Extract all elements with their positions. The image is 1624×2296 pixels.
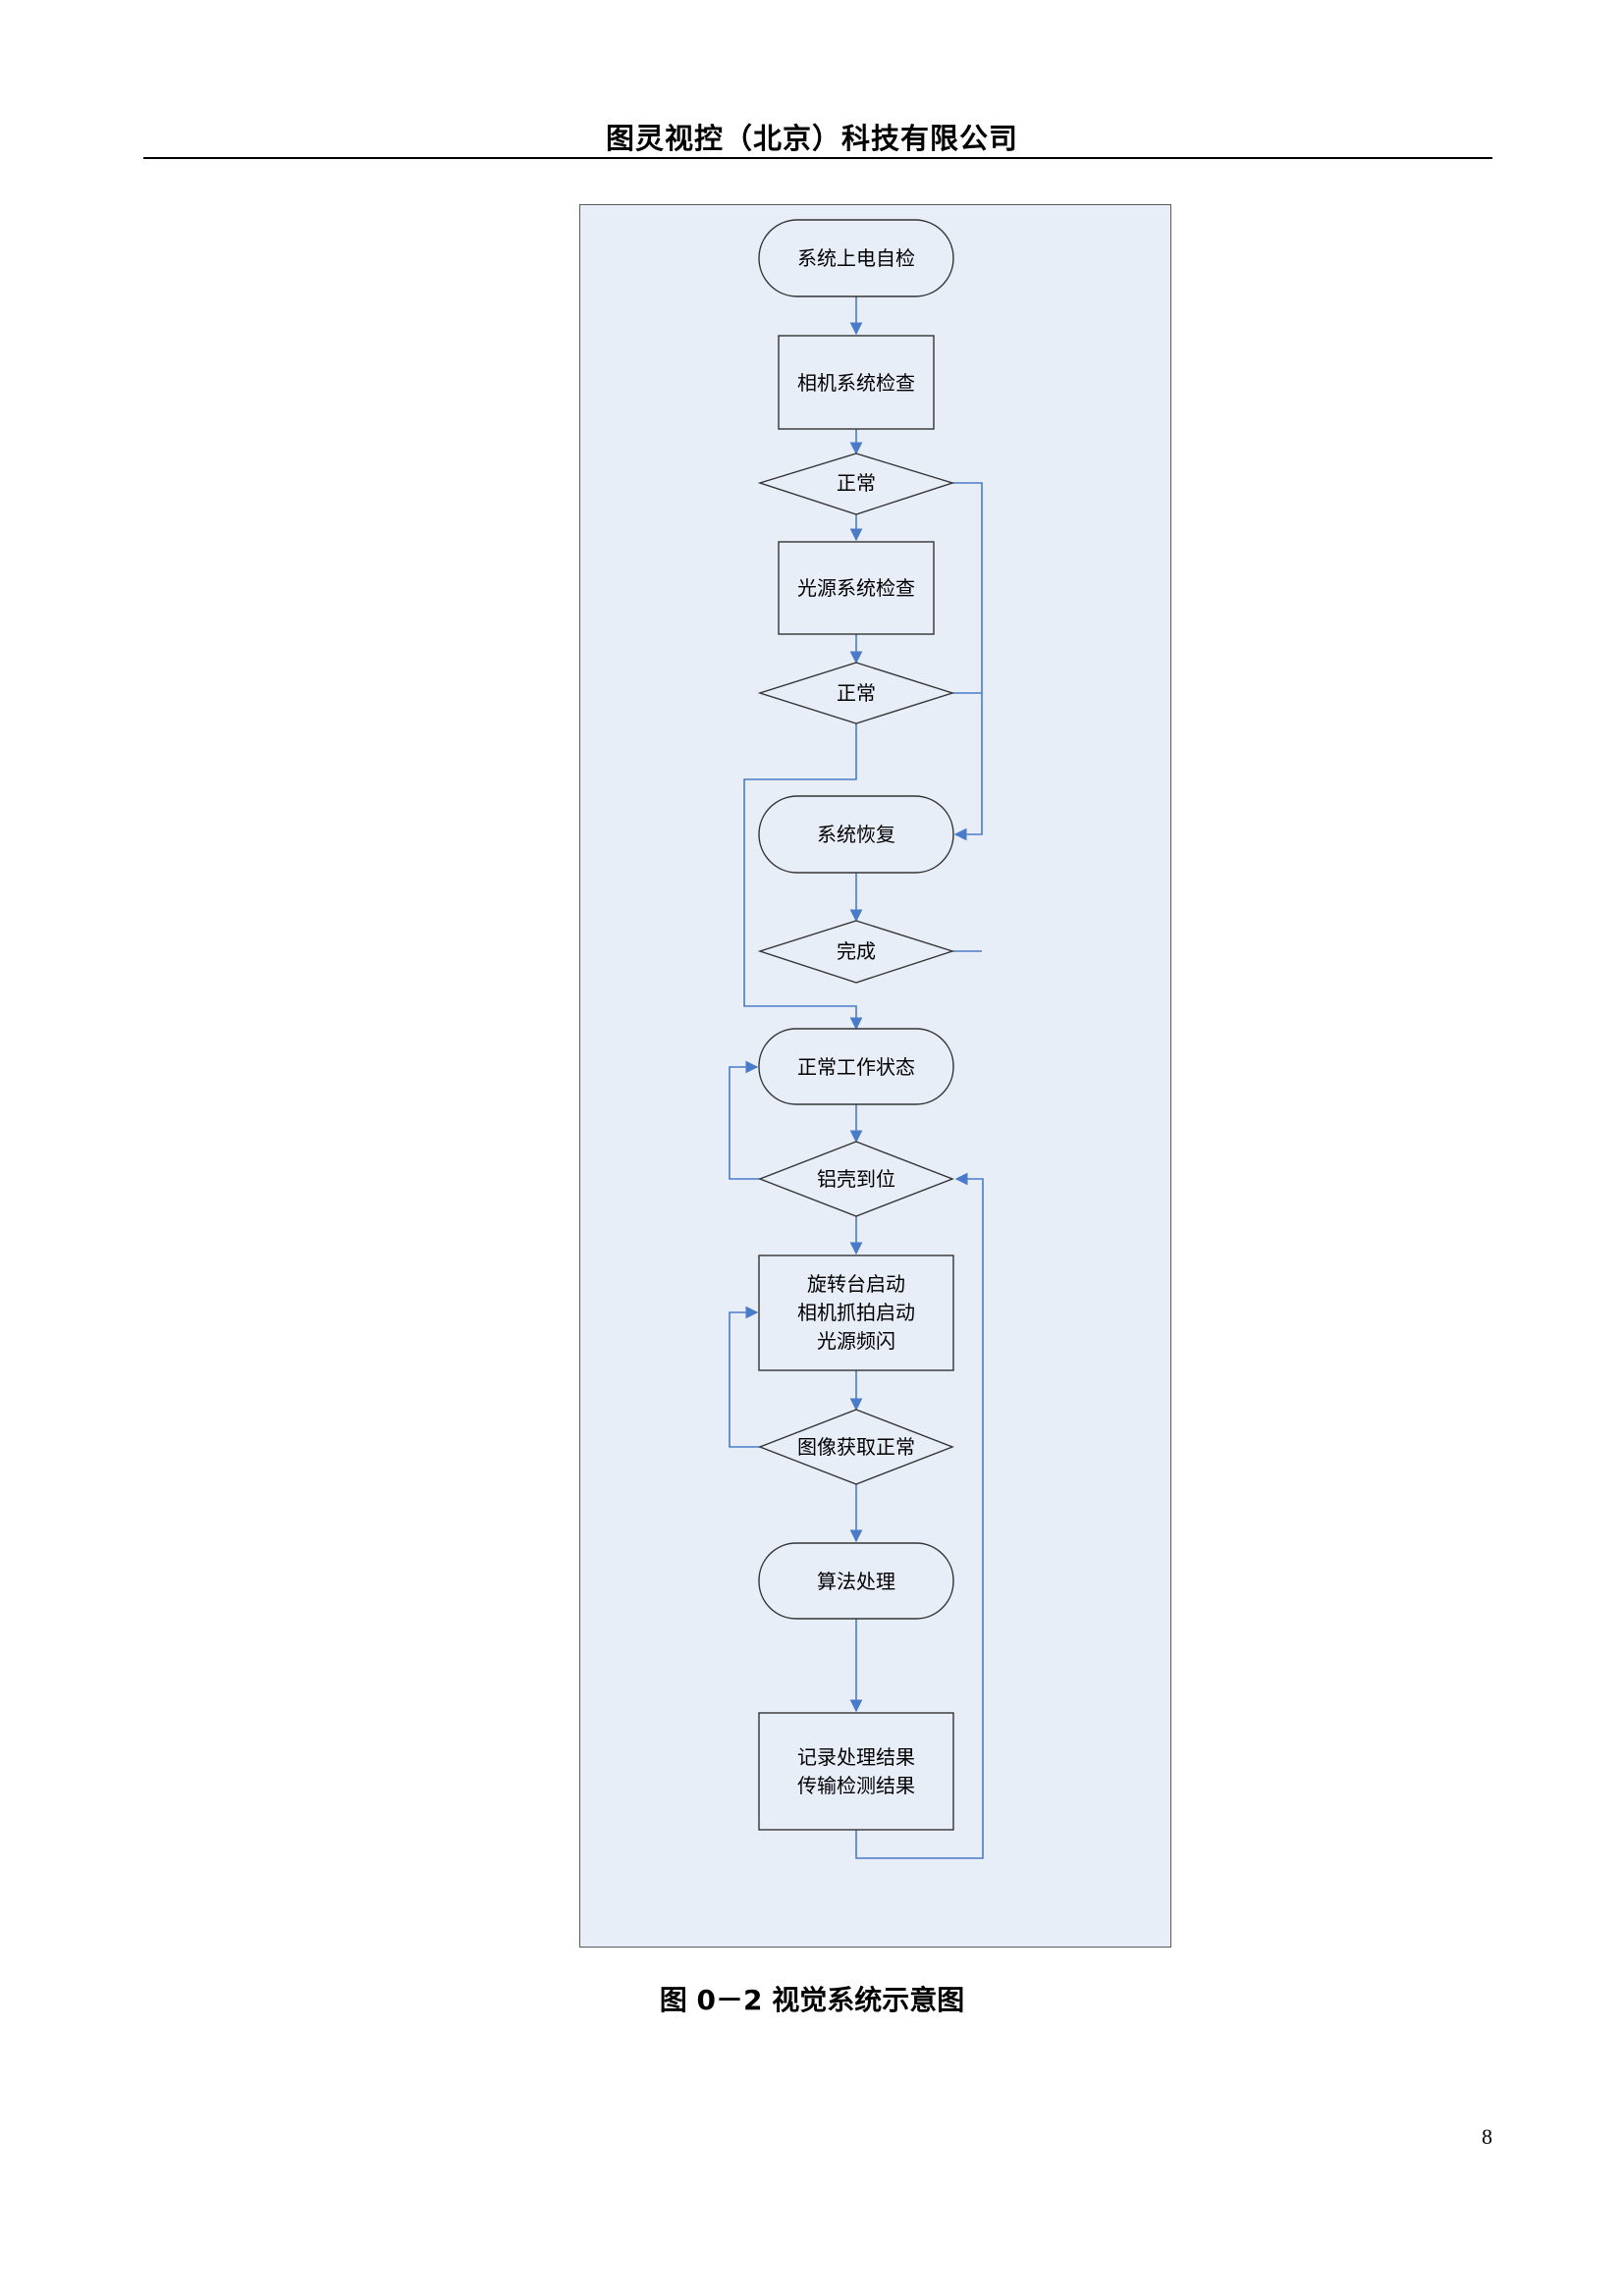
node-decision-normal-2: 正常 bbox=[757, 662, 955, 724]
header-rule bbox=[143, 157, 1492, 159]
node-light-check: 光源系统检查 bbox=[778, 541, 935, 635]
edge-shell-loop-to-working bbox=[729, 1060, 760, 1180]
edge-fail-to-recovery bbox=[952, 482, 983, 841]
node-label-line-3: 光源频闪 bbox=[817, 1329, 895, 1353]
node-label: 正常工作状态 bbox=[797, 1055, 915, 1079]
node-system-recovery: 系统恢复 bbox=[758, 795, 954, 874]
node-label: 正常 bbox=[837, 681, 876, 705]
node-decision-image-ok: 图像获取正常 bbox=[758, 1409, 954, 1485]
node-decision-shell-in-place: 铝壳到位 bbox=[758, 1141, 954, 1217]
node-record-transmit: 记录处理结果 传输检测结果 bbox=[758, 1712, 954, 1831]
node-label: 相机系统检查 bbox=[797, 371, 915, 395]
edge-normal2-to-working bbox=[743, 723, 863, 1031]
node-rotate-capture: 旋转台启动 相机抓拍启动 光源频闪 bbox=[758, 1255, 954, 1371]
node-label: 算法处理 bbox=[817, 1570, 895, 1593]
edge-record-loop-to-shell bbox=[855, 1172, 984, 1859]
figure-caption: 图 0－2 视觉系统示意图 bbox=[659, 1984, 965, 2016]
node-label-line-1: 记录处理结果 bbox=[797, 1745, 915, 1769]
node-normal-working: 正常工作状态 bbox=[758, 1028, 954, 1105]
node-camera-check: 相机系统检查 bbox=[778, 335, 935, 430]
node-decision-normal-1: 正常 bbox=[757, 453, 955, 515]
node-label: 正常 bbox=[837, 471, 876, 495]
page-number: 8 bbox=[1482, 2124, 1492, 2149]
flow-edges bbox=[729, 296, 984, 1859]
node-label: 完成 bbox=[837, 939, 876, 963]
node-label-line-2: 传输检测结果 bbox=[797, 1774, 915, 1797]
node-label-line-1: 旋转台启动 bbox=[807, 1272, 905, 1296]
node-label: 系统恢复 bbox=[817, 823, 895, 846]
node-label: 图像获取正常 bbox=[797, 1435, 915, 1459]
node-label-line-2: 相机抓拍启动 bbox=[797, 1301, 915, 1324]
edge-image-loop-to-rotate bbox=[729, 1306, 760, 1448]
node-label: 铝壳到位 bbox=[817, 1167, 895, 1191]
node-label: 光源系统检查 bbox=[797, 576, 915, 600]
node-label: 系统上电自检 bbox=[797, 246, 915, 270]
page-header-title: 图灵视控（北京）科技有限公司 bbox=[605, 122, 1018, 155]
node-power-on-self-test: 系统上电自检 bbox=[758, 219, 954, 297]
node-algorithm: 算法处理 bbox=[758, 1542, 954, 1620]
node-decision-complete: 完成 bbox=[757, 920, 955, 984]
